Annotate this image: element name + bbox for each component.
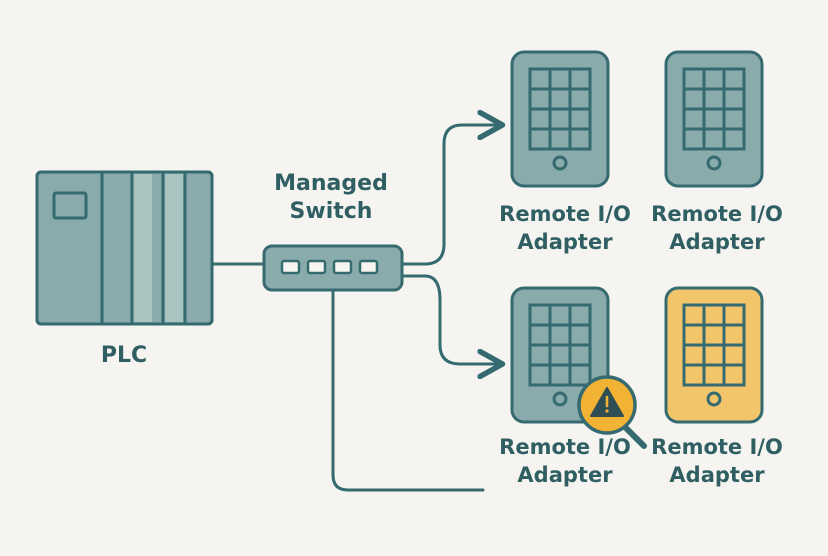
switch-label-line-1: Managed — [274, 171, 388, 196]
link-switch-adapter-1 — [400, 125, 500, 266]
warning-magnifier-icon — [577, 375, 647, 449]
status-led — [552, 391, 568, 407]
remote-io-adapter-2 — [664, 50, 764, 188]
adapter-label-3: Remote I/O Adapter — [499, 435, 631, 487]
status-led — [706, 155, 722, 171]
status-led — [706, 391, 722, 407]
switch-label-line-2: Switch — [289, 199, 373, 224]
adapter-label-1: Remote I/O Adapter — [499, 202, 631, 254]
switch-label: Managed Switch — [256, 170, 406, 226]
switch-port-1 — [280, 259, 301, 275]
switch-port-4 — [358, 259, 379, 275]
remote-io-adapter-1 — [510, 50, 610, 188]
managed-switch — [262, 244, 404, 292]
adapter-label-2: Remote I/O Adapter — [651, 202, 783, 254]
remote-io-adapter-4 — [664, 286, 764, 424]
adapter-label-4: Remote I/O Adapter — [651, 435, 783, 487]
switch-port-2 — [306, 259, 327, 275]
switch-port-3 — [332, 259, 353, 275]
link-switch-down — [331, 288, 485, 492]
status-led — [552, 155, 568, 171]
plc-device — [35, 170, 214, 326]
plc-label: PLC — [100, 343, 148, 368]
connection-lines — [210, 125, 500, 492]
link-switch-adapter-3 — [400, 274, 500, 364]
